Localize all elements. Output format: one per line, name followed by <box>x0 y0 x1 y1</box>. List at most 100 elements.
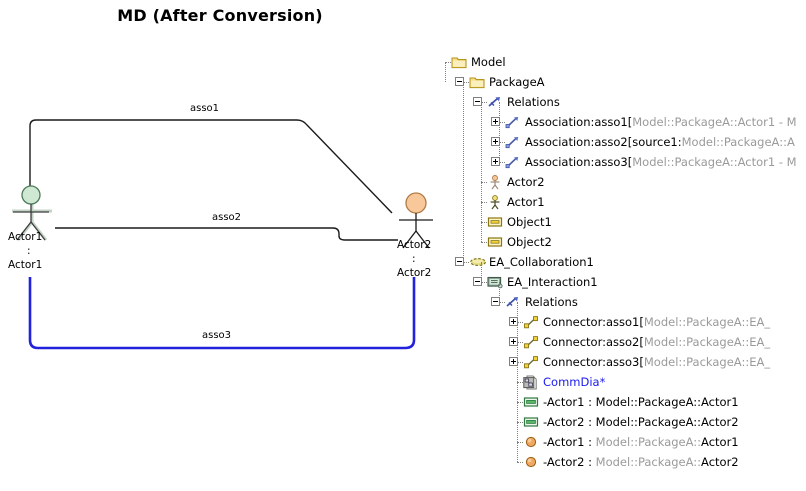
tree-guide-line <box>499 282 501 302</box>
tree-row[interactable]: CommDia* <box>445 372 806 392</box>
tree-connector-line <box>499 122 505 124</box>
tree-row-label: -Actor2 : Model::PackageA::Actor2 <box>543 455 739 469</box>
tree-connector-line <box>481 102 487 104</box>
tree-guide-line <box>463 82 465 262</box>
folder-icon <box>469 75 485 90</box>
tree-row[interactable]: -Actor2 : Model::PackageA::Actor2 <box>445 452 806 472</box>
tree-connector-line <box>499 142 505 144</box>
actor2-icon <box>487 175 503 190</box>
tree-connector-line <box>481 242 487 244</box>
tree-row[interactable]: Model <box>445 52 806 72</box>
tree-row[interactable]: Relations <box>445 292 806 312</box>
tree-row[interactable]: Association:asso1[Model::PackageA::Actor… <box>445 112 806 132</box>
tree-row[interactable]: Connector:asso1[Model::PackageA::EA_ <box>445 312 806 332</box>
relations-icon <box>487 95 503 110</box>
tree-connector-line <box>517 342 523 344</box>
tree-row-label: Object2 <box>507 235 552 249</box>
association-icon <box>505 135 521 150</box>
object-icon <box>487 235 503 250</box>
tree-connector-line <box>445 62 451 64</box>
tree-connector-line <box>517 442 523 444</box>
edge-asso3-path <box>28 277 416 350</box>
collapse-icon[interactable] <box>455 77 464 86</box>
tree-row[interactable]: EA_Interaction1 <box>445 272 806 292</box>
tree-connector-line <box>517 362 523 364</box>
edge-asso1-path <box>29 119 393 214</box>
actor1-separator: : <box>27 245 31 257</box>
tree-row-label: Connector:asso1[Model::PackageA::EA_ <box>543 315 771 329</box>
tree-guide-line <box>517 302 519 462</box>
tree-row-label: Association:asso2[source1:Model::Package… <box>525 135 795 149</box>
tree-row[interactable]: -Actor2 : Model::PackageA::Actor2 <box>445 412 806 432</box>
tree-row-label: Object1 <box>507 215 552 229</box>
tree-guide-line <box>445 62 447 82</box>
tree-row-label: Connector:asso3[Model::PackageA::EA_ <box>543 355 771 369</box>
tree-row-label: Relations <box>507 95 560 109</box>
association-icon <box>505 155 521 170</box>
tree-row[interactable]: Association:asso3[Model::PackageA::Actor… <box>445 152 806 172</box>
edge-label-asso3: asso3 <box>202 330 232 341</box>
tree-connector-line <box>481 202 487 204</box>
tree-row[interactable]: Actor2 <box>445 172 806 192</box>
tree-row[interactable]: -Actor1 : Model::PackageA::Actor1 <box>445 392 806 412</box>
tree-guide-line <box>481 262 483 282</box>
tree-guide-line <box>499 102 501 162</box>
actor1-icon <box>487 195 503 210</box>
actor1-figure <box>12 185 52 241</box>
edge-asso2-path <box>55 227 398 241</box>
tree-connector-line <box>517 402 523 404</box>
tree-row-label: CommDia* <box>543 375 606 389</box>
tree-connector-line <box>499 302 505 304</box>
tree-connector-line <box>463 262 469 264</box>
tree-row[interactable]: Relations <box>445 92 806 112</box>
tree-row-label: Relations <box>525 295 578 309</box>
tree-connector-line <box>517 382 523 384</box>
tree-row-label: Association:asso1[Model::PackageA::Actor… <box>525 115 797 129</box>
tree-row-label: Connector:asso2[Model::PackageA::EA_ <box>543 335 771 349</box>
edge-label-asso1: asso1 <box>190 103 220 114</box>
actor2-name-label: Actor2 <box>397 239 432 251</box>
actor2-separator: : <box>412 253 416 265</box>
association-icon <box>505 115 521 130</box>
tree-row[interactable]: -Actor1 : Model::PackageA::Actor1 <box>445 432 806 452</box>
tree-row[interactable]: Object1 <box>445 212 806 232</box>
tree-row-label: PackageA <box>489 75 545 89</box>
tree-row-label: -Actor1 : Model::PackageA::Actor1 <box>543 435 739 449</box>
connector-icon <box>523 335 539 350</box>
tree-connector-line <box>499 162 505 164</box>
tree-row-label: Actor1 <box>507 195 545 209</box>
tree-connector-line <box>517 322 523 324</box>
diagram-icon <box>523 375 539 390</box>
tree-connector-line <box>481 182 487 184</box>
tree-row[interactable]: Association:asso2[source1:Model::Package… <box>445 132 806 152</box>
actor1-name-label: Actor1 <box>8 231 43 243</box>
tree-row-label: -Actor1 : Model::PackageA::Actor1 <box>543 395 739 409</box>
instance-icon <box>523 455 539 470</box>
lifeline-icon <box>523 415 539 430</box>
tree-row[interactable]: Connector:asso3[Model::PackageA::EA_ <box>445 352 806 372</box>
lifeline-icon <box>523 395 539 410</box>
tree-row-label: EA_Interaction1 <box>507 275 598 289</box>
tree-row-label: EA_Collaboration1 <box>489 255 594 269</box>
tree-connector-line <box>517 422 523 424</box>
connector-icon <box>523 315 539 330</box>
instance-icon <box>523 435 539 450</box>
tree-row[interactable]: PackageA <box>445 72 806 92</box>
object-icon <box>487 215 503 230</box>
tree-row-label: -Actor2 : Model::PackageA::Actor2 <box>543 415 739 429</box>
actor2-figure <box>399 192 433 249</box>
tree-row[interactable]: Actor1 <box>445 192 806 212</box>
communication-diagram-canvas[interactable]: asso1 asso2 asso3 Actor1 : Actor1 Actor2… <box>0 0 445 491</box>
tree-row[interactable]: Object2 <box>445 232 806 252</box>
tree-row-label: Association:asso3[Model::PackageA::Actor… <box>525 155 797 169</box>
tree-connector-line <box>481 222 487 224</box>
tree-guide-line <box>481 102 483 242</box>
collapse-icon[interactable] <box>473 97 482 106</box>
tree-connector-line <box>481 282 487 284</box>
tree-row[interactable]: EA_Collaboration1 <box>445 252 806 272</box>
actor1-type-label: Actor1 <box>8 259 43 271</box>
tree-row[interactable]: Connector:asso2[Model::PackageA::EA_ <box>445 332 806 352</box>
relations-icon <box>505 295 521 310</box>
